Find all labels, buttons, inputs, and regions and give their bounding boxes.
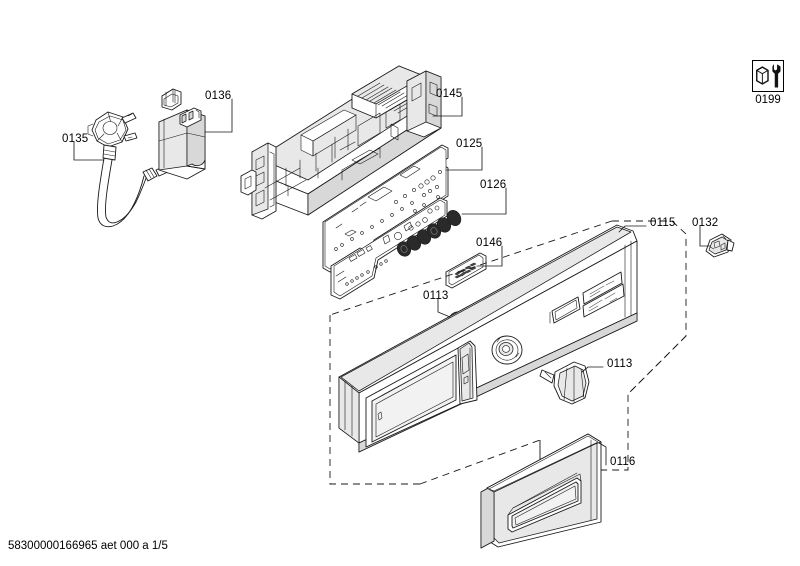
callout-0113-knob: 0113 <box>607 358 633 370</box>
callout-0125: 0125 <box>456 138 483 150</box>
callout-0126: 0126 <box>480 179 507 191</box>
tools-wrench-bolt-icon <box>752 60 784 92</box>
part-selector-knob-0113 <box>539 361 590 405</box>
callout-0113-button: 0113 <box>423 290 449 302</box>
callout-0146: 0146 <box>476 237 503 249</box>
service-icon-caption: 0199 <box>755 94 781 106</box>
part-retaining-clip-0132 <box>705 233 735 258</box>
callout-0116: 0116 <box>610 456 636 468</box>
callout-0132: 0132 <box>692 217 719 229</box>
part-fascia-panel-0115 <box>338 224 638 453</box>
callout-0115: 0115 <box>650 217 676 229</box>
part-module-housing-0145 <box>240 65 442 220</box>
callout-0136: 0136 <box>205 90 232 102</box>
document-footer: 58300000166965 aet 000 a 1/5 <box>8 540 168 552</box>
button-caps <box>396 210 462 257</box>
callout-0145: 0145 <box>436 88 463 100</box>
part-power-cord-0135 <box>87 111 193 228</box>
part-control-pcb-0125 <box>322 144 449 273</box>
part-suppression-filter-0136 <box>158 88 206 180</box>
service-icon-group: 0199 <box>749 60 787 107</box>
part-button-pcb-0126 <box>330 197 462 300</box>
callout-0135: 0135 <box>62 133 89 145</box>
leader-lines <box>73 96 711 466</box>
part-display-module-0146 <box>445 252 487 289</box>
part-dispenser-drawer-0116 <box>480 433 602 549</box>
